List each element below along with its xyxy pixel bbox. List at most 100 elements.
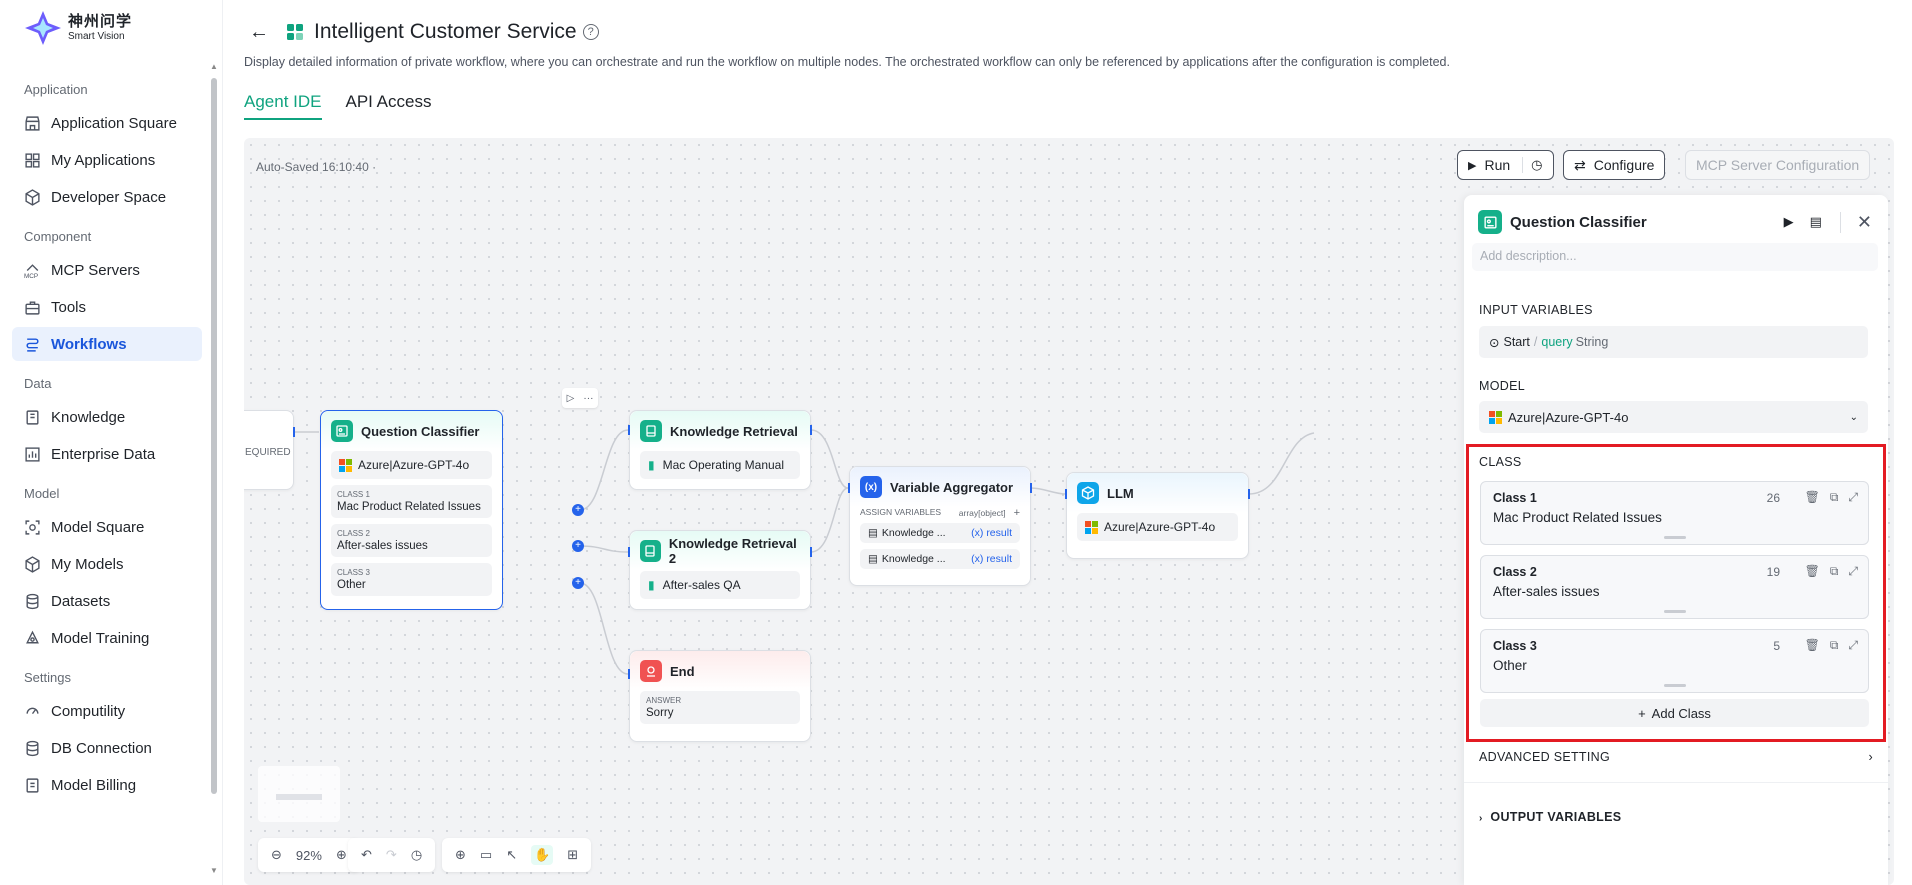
expand-icon[interactable]: ⤢ <box>1848 564 1858 578</box>
description-input[interactable]: Add description... <box>1472 243 1878 271</box>
resize-handle[interactable] <box>1664 684 1686 687</box>
class-card[interactable]: Class 1 Mac Product Related Issues 26 🗑⧉… <box>1480 481 1869 545</box>
knowledge-item: ▮After-sales QA <box>640 571 800 599</box>
class-value[interactable]: Other <box>1493 658 1527 673</box>
delete-icon[interactable]: 🗑 <box>1804 490 1820 504</box>
expand-icon[interactable]: ⤢ <box>1848 490 1858 504</box>
input-port[interactable] <box>848 483 850 493</box>
output-port[interactable] <box>810 547 812 557</box>
redo-icon[interactable]: ↷ <box>385 847 397 862</box>
copy-icon[interactable]: ⧉ <box>1829 638 1839 652</box>
input-port[interactable] <box>628 547 630 557</box>
output-port[interactable] <box>1030 483 1032 493</box>
pointer-icon[interactable]: ↖ <box>506 847 518 862</box>
node-header: Knowledge Retrieval 2 <box>630 531 810 571</box>
input-variable-field[interactable]: ⊙ Start / query String <box>1479 326 1868 358</box>
input-port[interactable] <box>628 669 630 679</box>
add-class-button[interactable]: + Add Class <box>1480 699 1869 727</box>
class-card[interactable]: Class 3 Other 5 🗑⧉⤢ <box>1480 629 1869 693</box>
brand-en: Smart Vision <box>68 30 125 42</box>
class-card[interactable]: Class 2 After-sales issues 19 🗑⧉⤢ <box>1480 555 1869 619</box>
zoom-level[interactable]: 92% <box>295 847 322 863</box>
sidebar-item-db-connection[interactable]: DB Connection <box>12 731 202 765</box>
sidebar-item-enterprise-data[interactable]: Enterprise Data <box>12 437 202 471</box>
run-node-icon[interactable]: ▷ <box>566 392 575 404</box>
sidebar-item-application-square[interactable]: Application Square <box>12 106 202 140</box>
sidebar-item-tools[interactable]: Tools <box>12 290 202 324</box>
sidebar-item-workflows[interactable]: Workflows <box>12 327 202 361</box>
logo[interactable]: 神州问学 Smart Vision <box>24 10 132 46</box>
sidebar-item-developer-space[interactable]: Developer Space <box>12 180 202 214</box>
tab-agent-ide[interactable]: Agent IDE <box>244 92 322 120</box>
resize-handle[interactable] <box>1664 610 1686 613</box>
scroll-up-icon[interactable]: ▲ <box>210 62 218 71</box>
input-port[interactable] <box>1065 489 1067 499</box>
run-history-icon[interactable]: ◷ <box>1522 157 1543 173</box>
input-type: String <box>1575 335 1609 349</box>
advanced-setting-row[interactable]: ADVANCED SETTING › <box>1479 750 1873 764</box>
sidebar-item-model-training[interactable]: Model Training <box>12 621 202 655</box>
add-branch-handle[interactable]: + <box>572 540 584 552</box>
knowledge-retrieval-2-node[interactable]: Knowledge Retrieval 2 ▮After-sales QA <box>629 530 811 610</box>
sidebar-item-my-applications[interactable]: My Applications <box>12 143 202 177</box>
expand-icon[interactable]: ⤢ <box>1848 638 1858 652</box>
sidebar-item-label: Tools <box>51 298 87 316</box>
variable-aggregator-node[interactable]: (x) Variable Aggregator ASSIGN VARIABLES… <box>849 466 1031 586</box>
help-icon[interactable]: ? <box>582 24 599 40</box>
sidebar-item-mcp-servers[interactable]: MCP MCP Servers <box>12 253 202 287</box>
scrollbar-thumb[interactable] <box>211 78 217 794</box>
zoom-in-icon[interactable]: ⊕ <box>335 847 347 862</box>
model-select[interactable]: Azure|Azure-GPT-4o ⌄ <box>1479 401 1868 433</box>
add-variable-button[interactable]: + <box>1013 507 1020 519</box>
output-port[interactable] <box>810 425 812 435</box>
output-variables-toggle[interactable]: › OUTPUT VARIABLES <box>1479 810 1621 824</box>
run-node-icon[interactable]: ▶ <box>1783 214 1794 229</box>
sidebar-item-model-billing[interactable]: Model Billing <box>12 768 202 802</box>
sidebar-item-label: Enterprise Data <box>51 445 156 463</box>
minimap[interactable] <box>258 766 340 822</box>
scroll-down-icon[interactable]: ▼ <box>210 866 218 875</box>
toolbox-icon <box>25 300 40 315</box>
question-classifier-node[interactable]: Question Classifier Azure|Azure-GPT-4o C… <box>320 410 503 610</box>
sidebar-scrollbar[interactable]: ▲ ▼ <box>210 60 218 880</box>
hand-icon[interactable]: ✋ <box>531 845 554 865</box>
back-button[interactable]: ← <box>249 20 269 43</box>
notes-icon[interactable]: ▤ <box>1809 214 1822 229</box>
class-key: CLASS 3 <box>337 568 370 577</box>
history-icon[interactable]: ◷ <box>410 847 423 862</box>
resize-handle[interactable] <box>1664 536 1686 539</box>
answer-key: ANSWER <box>646 696 682 705</box>
knowledge-retrieval-node[interactable]: Knowledge Retrieval ▮Mac Operating Manua… <box>629 410 811 490</box>
zoom-out-icon[interactable]: ⊖ <box>271 847 282 862</box>
node-header: Knowledge Retrieval <box>630 411 810 451</box>
sidebar-item-datasets[interactable]: Datasets <box>12 584 202 618</box>
configure-button[interactable]: ⇄ Configure <box>1563 150 1666 180</box>
sidebar-item-computility[interactable]: Computility <box>12 694 202 728</box>
more-icon[interactable]: ··· <box>583 392 594 404</box>
sidebar-item-knowledge[interactable]: Knowledge <box>12 400 202 434</box>
add-note-icon[interactable]: ▭ <box>479 847 493 862</box>
mcp-server-configuration-button[interactable]: MCP Server Configuration <box>1685 150 1871 180</box>
input-port[interactable] <box>628 425 630 435</box>
sidebar-item-my-models[interactable]: My Models <box>12 547 202 581</box>
class-value[interactable]: After-sales issues <box>1493 584 1600 599</box>
add-node-icon[interactable]: ⊕ <box>455 847 466 862</box>
output-port[interactable] <box>293 427 295 437</box>
organize-icon[interactable]: ⊞ <box>567 847 579 862</box>
output-port[interactable] <box>1248 489 1250 499</box>
undo-icon[interactable]: ↶ <box>361 847 372 862</box>
copy-icon[interactable]: ⧉ <box>1829 564 1839 578</box>
copy-icon[interactable]: ⧉ <box>1829 490 1839 504</box>
sidebar-item-model-square[interactable]: Model Square <box>12 510 202 544</box>
run-button[interactable]: ▶ Run ◷ <box>1457 150 1554 180</box>
add-branch-handle[interactable]: + <box>572 577 584 589</box>
add-branch-handle[interactable]: + <box>572 504 584 516</box>
delete-icon[interactable]: 🗑 <box>1804 638 1820 652</box>
delete-icon[interactable]: 🗑 <box>1804 564 1820 578</box>
llm-node[interactable]: LLM Azure|Azure-GPT-4o <box>1066 472 1249 559</box>
class-value[interactable]: Mac Product Related Issues <box>1493 510 1662 525</box>
tab-api-access[interactable]: API Access <box>345 92 432 111</box>
close-icon[interactable]: ✕ <box>1839 211 1872 233</box>
partial-start-node[interactable]: EQUIRED <box>244 410 294 490</box>
